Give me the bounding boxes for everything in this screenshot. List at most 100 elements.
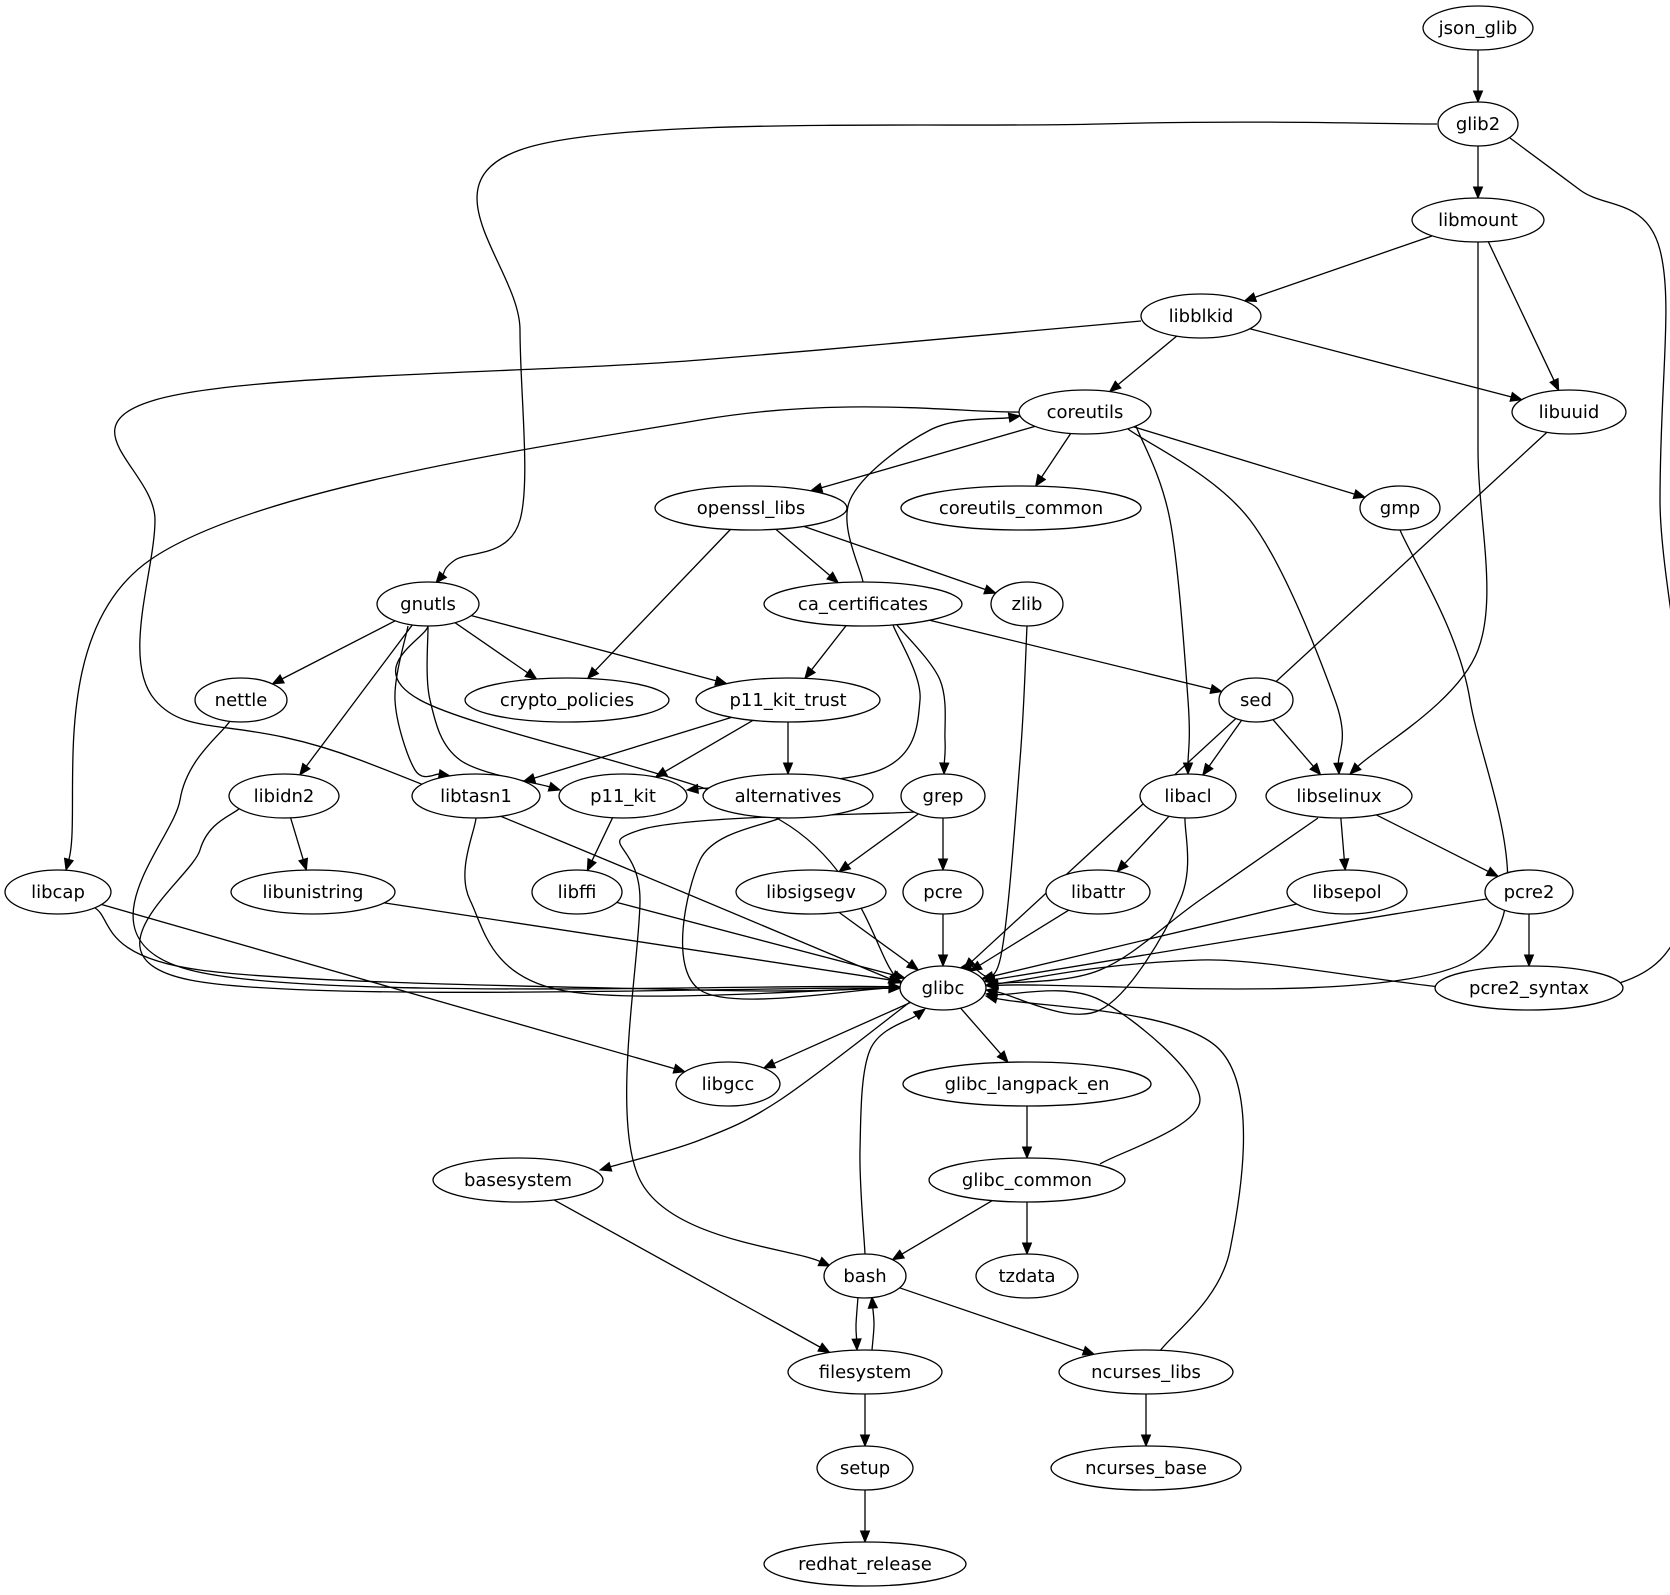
edge-p11_kit_trust-to-p11_kit [654, 719, 754, 778]
node-grep[interactable]: grep [900, 773, 986, 819]
node-ncurses_libs[interactable]: ncurses_libs [1058, 1349, 1234, 1395]
node-openssl_libs[interactable]: openssl_libs [654, 485, 848, 531]
node-glib2[interactable]: glib2 [1437, 101, 1519, 147]
node-p11_kit[interactable]: p11_kit [558, 773, 688, 819]
node-ellipse [1286, 869, 1408, 915]
node-pcre2[interactable]: pcre2 [1484, 869, 1574, 915]
node-ellipse [1218, 677, 1294, 723]
node-gmp[interactable]: gmp [1359, 485, 1441, 531]
edge-line [1249, 328, 1512, 398]
arrowhead-icon [1034, 473, 1047, 488]
node-libffi[interactable]: libffi [531, 869, 623, 915]
edge-glib2-to-glibc [985, 137, 1670, 994]
node-label: gnutls [400, 594, 456, 615]
node-pcre[interactable]: pcre [902, 869, 984, 915]
node-label: libidn2 [254, 786, 315, 807]
edge-libidn2-to-libunistring [289, 817, 309, 872]
node-ellipse [787, 1349, 943, 1395]
node-ellipse [763, 581, 963, 627]
node-libunistring[interactable]: libunistring [230, 869, 396, 915]
arrowhead-icon [1485, 866, 1500, 878]
edge-line [681, 817, 890, 1000]
node-nettle[interactable]: nettle [194, 677, 288, 723]
node-ellipse [411, 773, 541, 819]
node-label: zlib [1012, 594, 1043, 615]
node-label: glibc [922, 978, 965, 999]
node-libcap[interactable]: libcap [4, 869, 112, 915]
node-libsepol[interactable]: libsepol [1286, 869, 1408, 915]
node-glibc[interactable]: glibc [899, 965, 987, 1011]
node-coreutils_common[interactable]: coreutils_common [900, 485, 1142, 531]
node-ncurses_base[interactable]: ncurses_base [1050, 1445, 1242, 1491]
node-json_glib[interactable]: json_glib [1422, 5, 1534, 51]
edge-bash-to-filesystem [851, 1296, 862, 1352]
arrowhead-icon [826, 571, 840, 584]
node-p11_kit_trust[interactable]: p11_kit_trust [695, 677, 881, 723]
edge-coreutils-to-gmp [1133, 426, 1367, 499]
arrowhead-icon [1243, 292, 1258, 303]
node-pcre2_syntax[interactable]: pcre2_syntax [1434, 965, 1624, 1011]
node-redhat_release[interactable]: redhat_release [763, 1541, 967, 1587]
edge-line [471, 614, 717, 682]
node-ellipse [1411, 197, 1545, 243]
edge-line [996, 990, 1201, 1165]
edge-line [773, 1001, 911, 1065]
node-ca_certificates[interactable]: ca_certificates [763, 581, 963, 627]
edge-libmount-to-libselinux [1349, 242, 1488, 775]
node-ellipse [735, 869, 887, 915]
node-libblkid[interactable]: libblkid [1140, 293, 1262, 339]
node-label: libffi [558, 882, 597, 903]
edge-p11_kit_trust-to-alternatives [782, 722, 794, 776]
edge-line [1254, 235, 1433, 298]
edge-line [994, 898, 1488, 981]
node-tzdata[interactable]: tzdata [975, 1253, 1079, 1299]
node-bash[interactable]: bash [823, 1253, 907, 1299]
arrowhead-icon [891, 1249, 906, 1261]
edge-basesystem-to-filesystem [553, 1199, 831, 1354]
node-libtasn1[interactable]: libtasn1 [411, 773, 541, 819]
node-label: libmount [1438, 210, 1518, 231]
node-label: openssl_libs [697, 498, 805, 519]
node-zlib[interactable]: zlib [990, 581, 1064, 627]
node-label: redhat_release [798, 1554, 932, 1575]
edge-line [896, 624, 946, 764]
node-ellipse [654, 485, 848, 531]
arrowhead-icon [1209, 683, 1224, 695]
node-setup[interactable]: setup [816, 1445, 914, 1491]
node-ellipse [1437, 101, 1519, 147]
node-label: ncurses_libs [1091, 1362, 1201, 1383]
arrowhead-icon [547, 781, 562, 792]
node-label: libsigsegv [766, 882, 856, 903]
arrowhead-icon [984, 993, 999, 1004]
edge-grep-to-libsigsegv [838, 813, 919, 873]
node-basesystem[interactable]: basesystem [432, 1157, 604, 1203]
node-libidn2[interactable]: libidn2 [228, 773, 340, 819]
node-libselinux[interactable]: libselinux [1265, 773, 1413, 819]
edge-gnutls-to-libidn2 [299, 624, 413, 776]
node-libattr[interactable]: libattr [1045, 869, 1151, 915]
node-coreutils[interactable]: coreutils [1018, 389, 1152, 435]
edge-ca_certificates-to-sed [929, 619, 1224, 695]
node-alternatives[interactable]: alternatives [702, 773, 874, 819]
node-libsigsegv[interactable]: libsigsegv [735, 869, 887, 915]
node-label: libgcc [702, 1074, 755, 1095]
node-gnutls[interactable]: gnutls [376, 581, 480, 627]
node-ellipse [531, 869, 623, 915]
edge-libselinux-to-pcre2 [1376, 814, 1500, 878]
node-ellipse [1050, 1445, 1242, 1491]
edge-libsepol-to-glibc [980, 903, 1297, 982]
node-filesystem[interactable]: filesystem [787, 1349, 943, 1395]
node-libmount[interactable]: libmount [1411, 197, 1545, 243]
node-crypto_policies[interactable]: crypto_policies [464, 677, 670, 723]
node-sed[interactable]: sed [1218, 677, 1294, 723]
edge-line [553, 1199, 821, 1348]
edge-line [996, 817, 1319, 985]
node-glibc_langpack_en[interactable]: glibc_langpack_en [902, 1061, 1152, 1107]
node-ellipse [376, 581, 480, 627]
node-glibc_common[interactable]: glibc_common [928, 1157, 1126, 1203]
node-libgcc[interactable]: libgcc [675, 1061, 781, 1107]
node-libuuid[interactable]: libuuid [1511, 389, 1627, 435]
arrowhead-icon [867, 1295, 879, 1309]
node-libacl[interactable]: libacl [1139, 773, 1237, 819]
arrowhead-icon [905, 959, 920, 971]
